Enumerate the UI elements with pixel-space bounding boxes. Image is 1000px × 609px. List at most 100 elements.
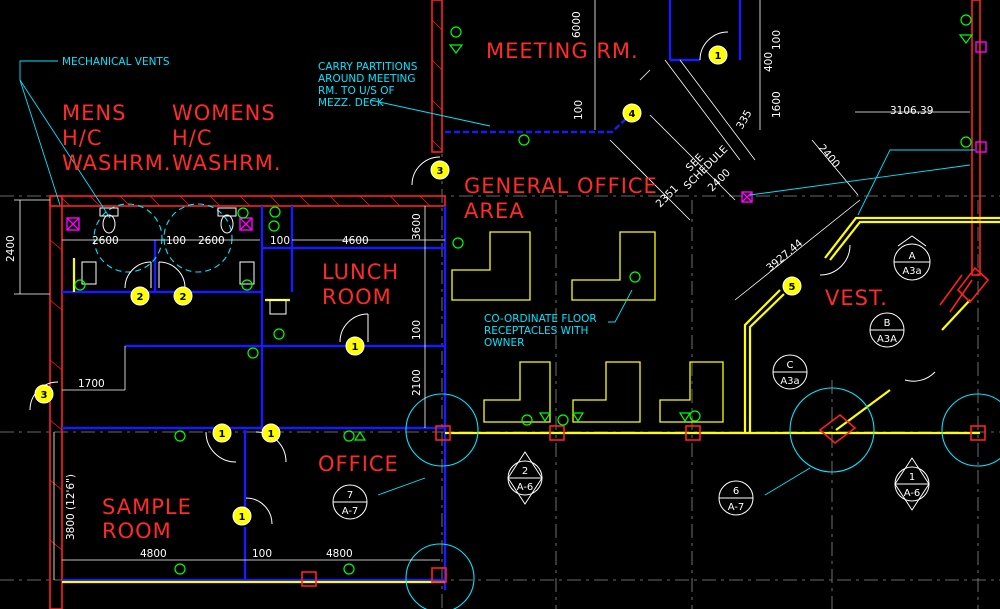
svg-text:4: 4 (629, 109, 636, 120)
svg-text:1: 1 (239, 512, 246, 523)
svg-text:7: 7 (347, 490, 353, 501)
room-name-sample-1: SAMPLE (102, 495, 192, 519)
room-name-mens-3: WASHRM. (62, 151, 172, 175)
room-name-general-1: GENERAL OFFICE (464, 174, 658, 198)
note-mechanical-vents: MECHANICAL VENTS (62, 56, 170, 68)
exterior-walls (49, 0, 981, 609)
dim-3600: 3600 (411, 213, 423, 240)
room-name-womens-2: H/C (172, 126, 213, 150)
svg-text:A-6: A-6 (517, 482, 534, 493)
dim-100-bottom: 100 (252, 548, 272, 560)
section-mark: 6 A-7 (718, 480, 754, 516)
meeting-room-partition (445, 114, 631, 134)
column-grid-circles (405, 387, 1000, 609)
door-tag: 5 (782, 276, 802, 296)
door-tag: 1 (708, 45, 728, 65)
svg-text:A-7: A-7 (728, 502, 745, 513)
svg-text:1: 1 (219, 429, 226, 440)
yellow-partitions (62, 216, 1000, 584)
svg-text:1: 1 (352, 342, 359, 353)
section-mark: 2 A-6 (507, 451, 543, 505)
dim-100-wash: 100 (166, 235, 186, 247)
dim-3800: 3800 (12'6") (65, 474, 77, 540)
svg-text:3: 3 (437, 166, 444, 177)
dim-100-top: 100 (771, 30, 783, 50)
svg-text:1: 1 (909, 472, 915, 483)
workstations (451, 231, 724, 423)
plumbing-fixtures (81, 207, 287, 315)
door-tag: 2 (130, 286, 150, 306)
section-mark: 7 A-7 (332, 484, 368, 520)
svg-text:A-6: A-6 (904, 488, 921, 499)
section-mark: C A3a (772, 354, 808, 390)
structural-columns (301, 266, 990, 587)
dim-4800-right: 4800 (326, 548, 353, 560)
dim-6000: 6000 (571, 11, 583, 38)
door-swings (29, 31, 936, 525)
interior-walls (62, 0, 742, 590)
svg-text:1: 1 (715, 51, 722, 62)
section-mark: B A3A (869, 312, 905, 348)
dim-400: 400 (763, 52, 775, 72)
door-tag: 1 (261, 423, 281, 443)
dim-4600: 4600 (342, 235, 369, 247)
dim-100-meeting: 100 (573, 100, 585, 120)
room-name-womens-3: WASHRM. (172, 151, 282, 175)
dim-1700: 1700 (78, 378, 105, 390)
dim-2400-left: 2400 (5, 235, 17, 262)
svg-text:A: A (909, 251, 916, 262)
svg-text:5: 5 (789, 282, 796, 293)
receptacle-symbols (74, 14, 974, 575)
dim-2600-mens: 2600 (92, 235, 119, 247)
door-tag: 1 (345, 336, 365, 356)
svg-text:C: C (787, 360, 794, 371)
dim-2100: 2100 (411, 369, 423, 396)
room-name-lunch-1: LUNCH (322, 260, 399, 284)
door-tag: 3 (34, 384, 54, 404)
svg-text:A-7: A-7 (342, 506, 359, 517)
svg-text:2: 2 (522, 466, 528, 477)
room-name-meeting: MEETING RM. (486, 39, 639, 63)
svg-text:A3a: A3a (902, 266, 921, 277)
svg-text:6: 6 (733, 486, 739, 497)
note-coordinate-2: RECEPTACLES WITH (484, 325, 588, 337)
mechanical-vents (66, 41, 987, 231)
turning-circles (93, 203, 233, 273)
dim-1600: 1600 (771, 91, 783, 118)
room-name-mens-2: H/C (62, 126, 103, 150)
exterior-wall-hatch (49, 19, 443, 551)
note-carry-4: MEZZ. DECK (318, 97, 385, 109)
room-name-vest: VEST. (825, 286, 888, 310)
door-tag: 4 (622, 103, 642, 123)
door-tag: 1 (232, 506, 252, 526)
svg-text:B: B (884, 318, 891, 329)
svg-text:2: 2 (137, 292, 144, 303)
section-mark: 1 A-6 (894, 457, 930, 511)
section-mark: A A3a (893, 235, 931, 281)
dim-100-right: 100 (411, 320, 423, 340)
dim-100-lunch: 100 (270, 235, 290, 247)
room-name-womens-1: WOMENS (172, 101, 276, 125)
dim-3106: 3106.39 (890, 105, 933, 117)
note-coordinate-3: OWNER (484, 337, 524, 349)
note-carry-2: AROUND MEETING (318, 73, 416, 85)
note-coordinate-1: CO-ORDINATE FLOOR (484, 313, 597, 325)
svg-text:A3A: A3A (877, 334, 897, 345)
svg-text:3: 3 (41, 390, 48, 401)
door-tag: 1 (212, 423, 232, 443)
room-name-office: OFFICE (318, 452, 399, 476)
svg-text:1: 1 (268, 429, 275, 440)
room-name-lunch-2: ROOM (322, 285, 392, 309)
room-name-general-2: AREA (464, 199, 525, 223)
room-name-sample-2: ROOM (102, 519, 172, 543)
room-name-mens-1: MENS (62, 101, 126, 125)
dim-2600-womens: 2600 (198, 235, 225, 247)
door-tag: 2 (173, 286, 193, 306)
meeting-room-angled-wall (639, 59, 756, 161)
svg-text:2: 2 (180, 292, 187, 303)
dim-4800-left: 4800 (140, 548, 167, 560)
note-carry-3: RM. TO U/S OF (318, 85, 395, 97)
note-carry-1: CARRY PARTITIONS (318, 61, 418, 73)
leader-lines (19, 60, 975, 496)
